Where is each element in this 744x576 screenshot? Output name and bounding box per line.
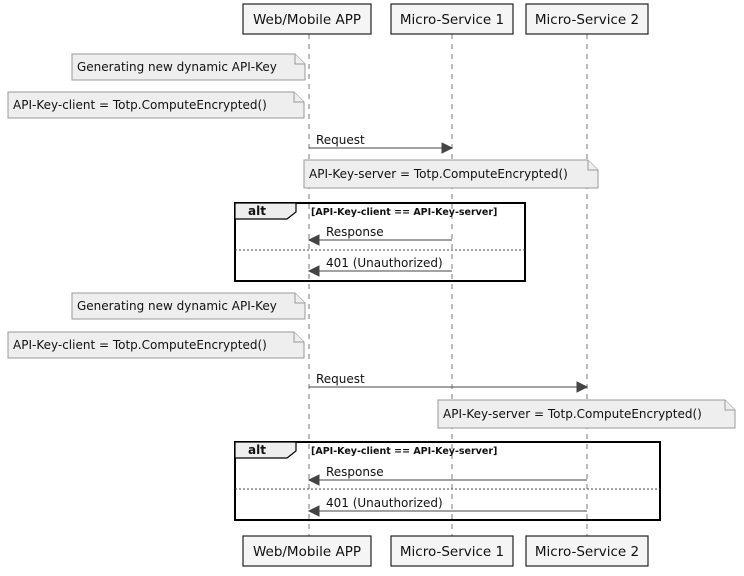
note-generating-key-1: Generating new dynamic API-Key <box>71 53 306 81</box>
message-unauthorized-1: 401 (Unauthorized) <box>307 256 452 277</box>
note-text: API-Key-server = Totp.ComputeEncrypted() <box>443 407 702 421</box>
participant-label: Web/Mobile APP <box>253 12 361 28</box>
participant-label: Web/Mobile APP <box>253 544 361 560</box>
message-label: Response <box>326 225 384 239</box>
arrow-right-icon <box>441 142 454 154</box>
message-label: 401 (Unauthorized) <box>326 256 443 270</box>
participant-web-mobile-app-top: Web/Mobile APP <box>242 3 372 35</box>
message-label: Request <box>316 133 365 147</box>
alt-fragment-2: alt [API-Key-client == API-Key-server] <box>234 441 661 521</box>
note-text: Generating new dynamic API-Key <box>77 299 277 313</box>
message-response-1: Response <box>307 225 452 246</box>
arrow-left-icon <box>307 474 320 486</box>
alt-guard: [API-Key-client == API-Key-server] <box>311 207 497 218</box>
note-api-key-server-1: API-Key-server = Totp.ComputeEncrypted() <box>303 159 599 189</box>
arrow-left-icon <box>307 234 320 246</box>
alt-keyword: alt <box>248 443 266 457</box>
participant-micro-service-1-bottom: Micro-Service 1 <box>390 535 514 567</box>
note-api-key-client-2: API-Key-client = Totp.ComputeEncrypted() <box>7 331 305 359</box>
alt-fragment-1: alt [API-Key-client == API-Key-server] <box>234 202 526 282</box>
message-label: Request <box>316 372 365 386</box>
arrow-right-icon <box>576 381 589 393</box>
note-text: API-Key-client = Totp.ComputeEncrypted() <box>13 338 267 352</box>
arrow-left-icon <box>307 265 320 277</box>
note-generating-key-2: Generating new dynamic API-Key <box>71 292 306 320</box>
note-api-key-server-2: API-Key-server = Totp.ComputeEncrypted() <box>437 399 736 429</box>
message-request-2: Request <box>309 372 589 393</box>
arrow-left-icon <box>307 505 320 517</box>
message-response-2: Response <box>307 465 587 486</box>
message-label: 401 (Unauthorized) <box>326 496 443 510</box>
alt-guard: [API-Key-client == API-Key-server] <box>311 446 497 457</box>
participant-micro-service-2-top: Micro-Service 2 <box>525 3 649 35</box>
note-text: API-Key-client = Totp.ComputeEncrypted() <box>13 98 267 112</box>
participant-label: Micro-Service 2 <box>535 12 639 28</box>
participant-web-mobile-app-bottom: Web/Mobile APP <box>242 535 372 567</box>
participant-label: Micro-Service 2 <box>535 544 639 560</box>
note-api-key-client-1: API-Key-client = Totp.ComputeEncrypted() <box>7 91 305 119</box>
message-request-1: Request <box>309 133 454 154</box>
alt-keyword: alt <box>248 204 266 218</box>
message-label: Response <box>326 465 384 479</box>
participant-micro-service-1-top: Micro-Service 1 <box>390 3 514 35</box>
message-unauthorized-2: 401 (Unauthorized) <box>307 496 587 517</box>
participant-micro-service-2-bottom: Micro-Service 2 <box>525 535 649 567</box>
note-text: API-Key-server = Totp.ComputeEncrypted() <box>309 167 568 181</box>
participant-label: Micro-Service 1 <box>400 12 504 28</box>
participant-label: Micro-Service 1 <box>400 544 504 560</box>
note-text: Generating new dynamic API-Key <box>77 60 277 74</box>
